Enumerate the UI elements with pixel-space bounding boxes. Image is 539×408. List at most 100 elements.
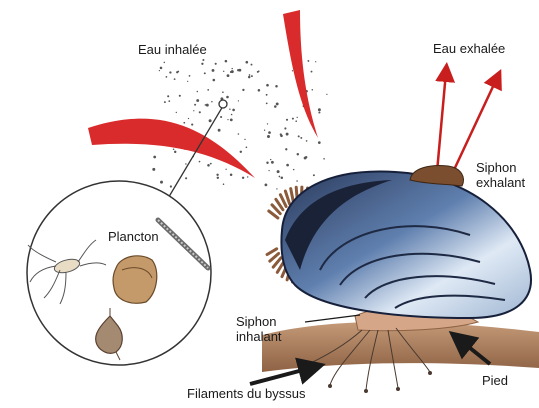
plankton-speck bbox=[173, 149, 175, 151]
magnified-particle bbox=[219, 100, 227, 108]
plankton-speck bbox=[227, 119, 228, 120]
plankton-speck bbox=[193, 110, 194, 111]
plankton-speck bbox=[284, 127, 286, 129]
plankton-speck bbox=[167, 95, 169, 97]
plankton-speck bbox=[176, 112, 177, 113]
plankton-speck bbox=[276, 102, 279, 105]
plankton-speck bbox=[231, 68, 232, 69]
plankton-speck bbox=[313, 174, 315, 176]
plankton-speck bbox=[293, 169, 294, 170]
plankton-speck bbox=[196, 99, 199, 102]
plankton-speck bbox=[159, 70, 160, 71]
plankton-speck bbox=[267, 123, 268, 124]
plankton-speck bbox=[251, 75, 253, 77]
plankton-speck bbox=[202, 59, 204, 61]
plankton-speck bbox=[315, 61, 316, 62]
plankton-speck bbox=[197, 91, 199, 93]
plankton-speck bbox=[218, 129, 221, 132]
plankton-speck bbox=[307, 60, 309, 62]
plankton-speck bbox=[160, 181, 163, 184]
plankton-speck bbox=[246, 146, 248, 148]
plankton-speck bbox=[199, 111, 201, 113]
plankton-speck bbox=[160, 67, 163, 70]
plankton-speck bbox=[274, 105, 277, 108]
plankton-speck bbox=[277, 170, 280, 173]
exhaled-water-arrows bbox=[437, 72, 497, 172]
label-exhalant-siphon: Siphon exhalant bbox=[476, 160, 525, 190]
plankton-speck bbox=[210, 163, 212, 165]
plankton-speck bbox=[251, 64, 253, 66]
plankton-speck bbox=[194, 104, 196, 106]
plankton-speck bbox=[220, 116, 222, 118]
plankton-speck bbox=[215, 63, 217, 65]
inflow-current-left bbox=[88, 119, 255, 178]
mussel-shell bbox=[281, 172, 531, 318]
plankton-speck bbox=[216, 174, 218, 176]
plankton-speck bbox=[264, 130, 265, 131]
plankton-speck bbox=[242, 89, 244, 91]
plankton-speck bbox=[164, 101, 166, 103]
plankton-speck bbox=[276, 188, 277, 189]
plankton-speck bbox=[174, 151, 176, 153]
plankton-speck bbox=[258, 89, 261, 92]
plankton-speck bbox=[286, 164, 289, 167]
plankton-speck bbox=[223, 71, 224, 72]
plankton-speck bbox=[296, 180, 298, 182]
plankton-speck bbox=[242, 177, 244, 179]
plankton-speck bbox=[268, 170, 269, 171]
plankton-speck bbox=[292, 118, 294, 120]
plankton-speck bbox=[185, 163, 186, 164]
plankton-speck bbox=[312, 89, 314, 91]
plankton-speck bbox=[166, 76, 168, 78]
plankton-speck bbox=[279, 176, 281, 178]
plankton-speck bbox=[229, 108, 230, 109]
plankton-speck bbox=[238, 133, 240, 135]
plankton-speck bbox=[295, 120, 297, 122]
siphon-tentacle bbox=[267, 249, 277, 255]
plankton-speck bbox=[244, 139, 245, 140]
plankton-speck bbox=[207, 89, 209, 91]
plankton-speck bbox=[271, 161, 274, 164]
plankton-speck bbox=[231, 114, 233, 116]
plankton-speck bbox=[275, 85, 278, 88]
plankton-speck bbox=[266, 84, 269, 87]
plankton-speck bbox=[211, 101, 212, 102]
label-plankton: Plancton bbox=[108, 229, 159, 244]
plankton-speck bbox=[213, 79, 216, 82]
plankton-speck bbox=[318, 108, 321, 111]
plankton-speck bbox=[189, 75, 191, 77]
plankton-speck bbox=[266, 103, 268, 105]
plankton-speck bbox=[152, 168, 155, 171]
label-byssus-threads: Filaments du byssus bbox=[187, 386, 306, 401]
plankton-speck bbox=[188, 118, 189, 119]
plankton-speck bbox=[174, 78, 176, 80]
plankton-speck bbox=[179, 95, 181, 97]
plankton-speck bbox=[268, 131, 271, 134]
plankton-speck bbox=[249, 74, 251, 76]
plankton-speck bbox=[240, 151, 242, 153]
plankton-speck bbox=[226, 96, 229, 99]
plankton-speck bbox=[164, 62, 166, 64]
plankton-speck bbox=[168, 100, 170, 102]
label-foot: Pied bbox=[482, 373, 508, 388]
plankton-speck bbox=[212, 69, 215, 72]
plankton-speck bbox=[170, 185, 172, 187]
plankton-speck bbox=[225, 60, 228, 63]
plankton-speck bbox=[257, 71, 259, 73]
plankton-speck bbox=[267, 135, 270, 138]
plankton-speck bbox=[227, 74, 230, 77]
plankton-speck bbox=[286, 119, 288, 121]
label-inhalant-siphon-line1: Siphon bbox=[236, 314, 282, 329]
label-inhalant-siphon-line2: inhalant bbox=[236, 329, 282, 344]
plankton-speck bbox=[230, 119, 233, 122]
plankton-speck bbox=[153, 156, 156, 159]
plankton-speck bbox=[183, 122, 185, 124]
inflow-current-top bbox=[283, 10, 318, 138]
siphon-tentacle bbox=[269, 211, 278, 218]
plankton-speck bbox=[232, 109, 235, 112]
plankton-speck bbox=[248, 76, 250, 78]
plankton-speck bbox=[169, 71, 171, 73]
plankton-speck bbox=[217, 177, 219, 179]
plankton-speck bbox=[191, 124, 193, 126]
